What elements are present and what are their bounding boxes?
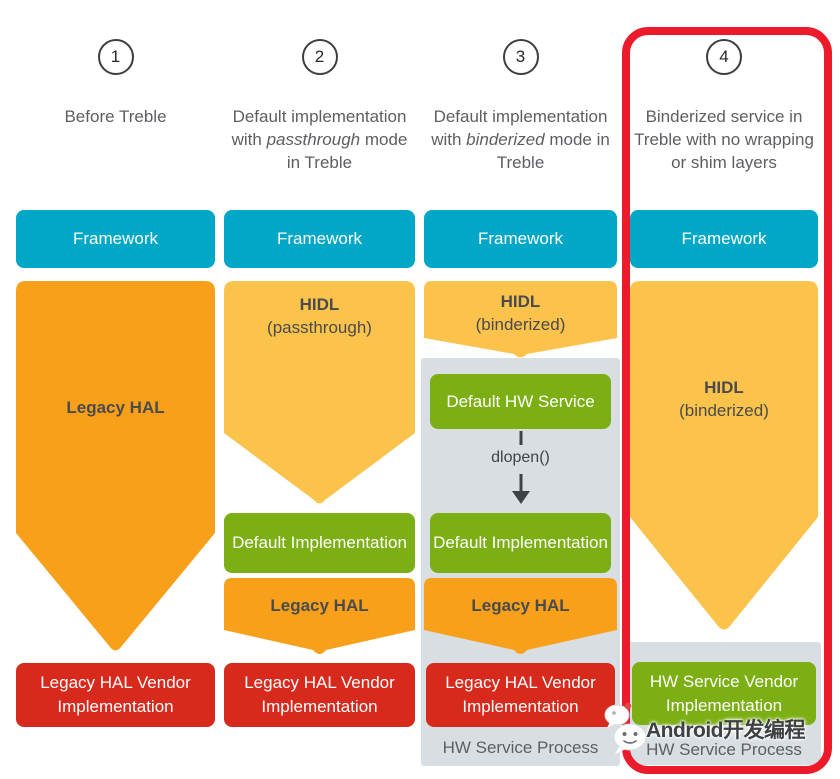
dlopen-label: dlopen() bbox=[491, 449, 550, 466]
step-number-badge: 4 bbox=[706, 39, 742, 75]
legacy-hal-label: Legacy HAL bbox=[471, 595, 570, 615]
framework-box: Framework bbox=[224, 210, 415, 268]
default-implementation-box: Default Implementation bbox=[430, 513, 611, 573]
dlopen-connector-line bbox=[519, 431, 522, 445]
default-implementation-box: Default Implementation bbox=[224, 513, 415, 573]
hidl-label: HIDL (passthrough) bbox=[267, 295, 372, 337]
column-binderized-service: 4 Binderized service in Treble with no w… bbox=[627, 0, 821, 779]
step-number: 3 bbox=[515, 47, 526, 66]
column-passthrough-mode: 2 Default implementation with passthroug… bbox=[224, 0, 415, 779]
wechat-icon bbox=[604, 702, 647, 754]
hw-service-process-label: HW Service Process bbox=[646, 740, 802, 759]
hidl-label: HIDL (binderized) bbox=[679, 378, 769, 420]
hw-service-process-label: HW Service Process bbox=[442, 738, 599, 757]
legacy-hal-label: Legacy HAL bbox=[66, 397, 165, 417]
column-description: Default implementation with binderized m… bbox=[431, 107, 610, 172]
step-number: 4 bbox=[719, 47, 729, 66]
vendor-implementation-box: Legacy HAL Vendor Implementation bbox=[16, 663, 215, 727]
column-description: Binderized service in Treble with no wra… bbox=[634, 107, 814, 172]
column-description: Default implementation with passthrough … bbox=[231, 107, 408, 172]
step-number-badge: 2 bbox=[301, 39, 338, 75]
hidl-binderized-arrow-shape bbox=[630, 281, 818, 630]
legacy-hal-chevron-shape bbox=[224, 578, 415, 654]
down-arrow-icon bbox=[511, 491, 530, 504]
column-before-treble: 1 Before Treble Framework Legacy HAL Leg… bbox=[16, 0, 215, 779]
step-number-badge: 3 bbox=[502, 39, 539, 75]
step-number: 1 bbox=[110, 47, 121, 66]
vendor-implementation-box: Legacy HAL Vendor Implementation bbox=[224, 663, 415, 727]
framework-box: Framework bbox=[424, 210, 617, 268]
column-description: Before Treble bbox=[64, 107, 167, 126]
column-binderized-mode: 3 Default implementation with binderized… bbox=[421, 0, 620, 779]
framework-box: Framework bbox=[630, 210, 818, 268]
hidl-binderized-chevron-shape bbox=[424, 281, 617, 358]
legacy-hal-arrow-shape bbox=[16, 281, 215, 651]
watermark-text: Android开发编程 bbox=[646, 719, 805, 742]
default-hw-service-box: Default HW Service bbox=[430, 374, 611, 429]
hidl-passthrough-arrow-shape bbox=[224, 281, 415, 504]
framework-box: Framework bbox=[16, 210, 215, 268]
step-number-badge: 1 bbox=[97, 39, 134, 75]
legacy-hal-label: Legacy HAL bbox=[270, 595, 369, 615]
hw-service-vendor-box: HW Service Vendor Implementation bbox=[632, 662, 816, 725]
dlopen-connector-line bbox=[519, 474, 522, 491]
legacy-hal-chevron-shape bbox=[424, 578, 617, 654]
vendor-implementation-box: Legacy HAL Vendor Implementation bbox=[426, 663, 615, 727]
step-number: 2 bbox=[314, 47, 325, 66]
hidl-label: HIDL (binderized) bbox=[475, 292, 566, 334]
